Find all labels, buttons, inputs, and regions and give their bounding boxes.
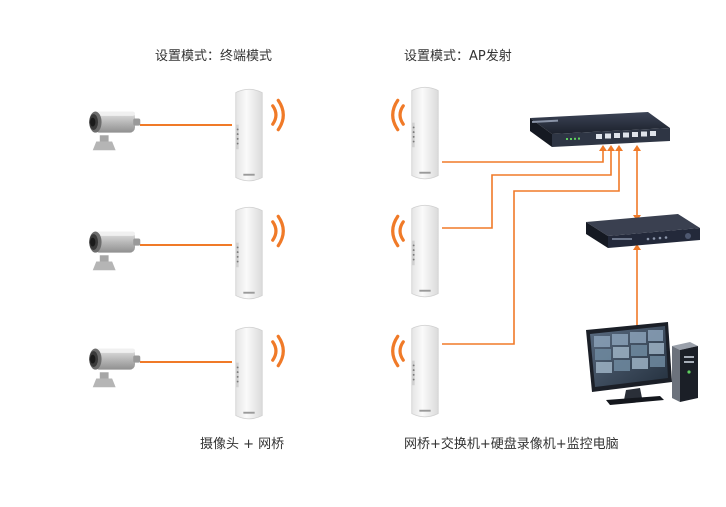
- network-cables: [442, 147, 638, 345]
- monitor-icon: [586, 322, 672, 405]
- network-switch-icon: [530, 112, 670, 147]
- wireless-bridge-icon: [411, 324, 439, 418]
- bridge2-cable: [442, 147, 612, 229]
- right-caption: 网桥+交换机+硬盘录像机+监控电脑: [404, 437, 619, 452]
- right-mode-label: 设置模式：AP发射: [404, 49, 512, 64]
- right-bridge-3: [391, 324, 439, 418]
- wifi-signal-icon: [391, 334, 405, 368]
- pc-tower-icon: [672, 342, 698, 402]
- left-row-2: [89, 206, 285, 300]
- cctv-camera-icon: [89, 231, 141, 271]
- wireless-bridge-icon: [411, 204, 439, 298]
- left-mode-label: 设置模式：终端模式: [155, 49, 273, 64]
- wifi-signal-icon: [391, 98, 405, 132]
- wireless-bridge-icon: [235, 88, 263, 182]
- cctv-camera-icon: [89, 348, 141, 388]
- wireless-bridge-icon: [411, 86, 439, 180]
- right-bridge-2: [391, 204, 439, 298]
- right-bridge-1: [391, 86, 439, 180]
- left-row-3: [89, 326, 285, 420]
- wifi-signal-icon: [271, 214, 285, 248]
- wireless-bridge-icon: [235, 206, 263, 300]
- left-row-1: [89, 88, 285, 182]
- cctv-camera-icon: [89, 111, 141, 151]
- wireless-bridge-icon: [235, 326, 263, 420]
- cable-arrows: [599, 145, 641, 338]
- left-caption: 摄像头 + 网桥: [200, 437, 285, 452]
- wifi-signal-icon: [271, 98, 285, 132]
- bridge3-cable: [442, 147, 620, 345]
- wifi-signal-icon: [271, 334, 285, 368]
- wifi-signal-icon: [391, 214, 405, 248]
- bridge1-cable: [442, 147, 604, 163]
- nvr-recorder-icon: [586, 214, 700, 248]
